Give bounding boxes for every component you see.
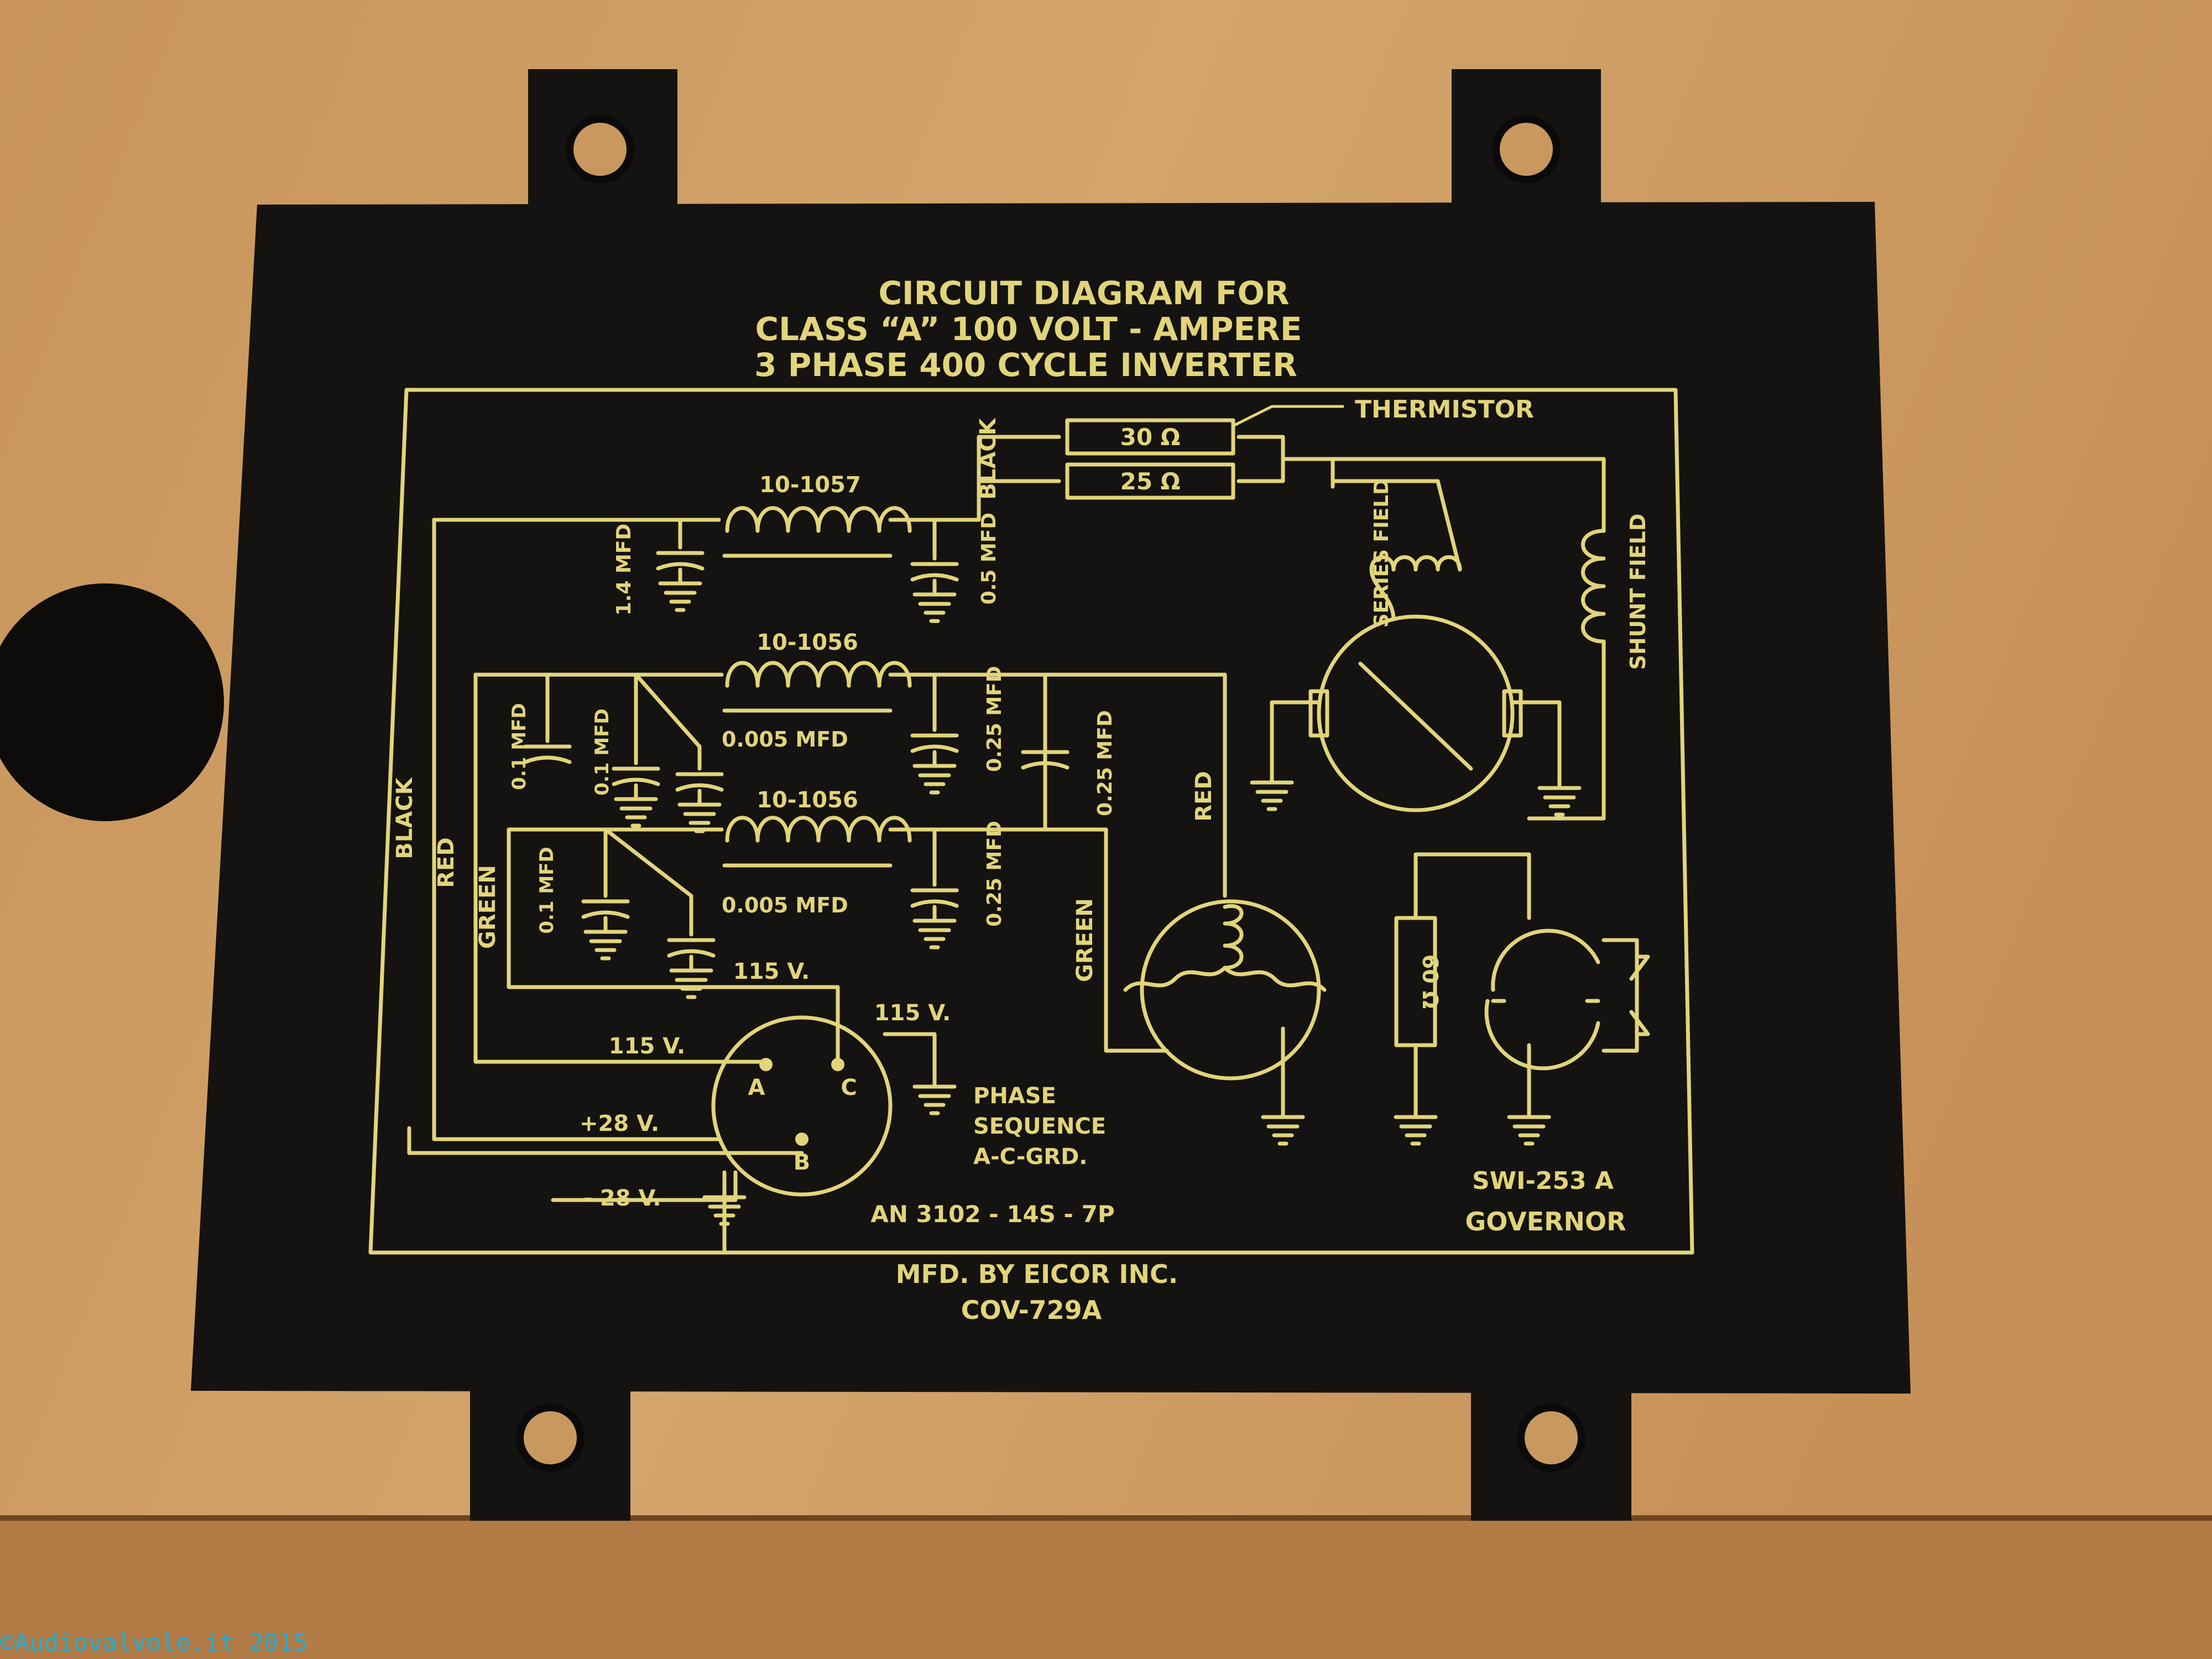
label-choke-1056-a: 10-1056 <box>757 630 858 655</box>
title-line-3: 3 PHASE 400 CYCLE INVERTER <box>754 346 1297 384</box>
label-wire-green-left: GREEN <box>475 865 500 949</box>
label-wire-green-right: GREEN <box>1072 898 1098 982</box>
label-115v-left: 115 V. <box>609 1034 685 1059</box>
circuit-wiring <box>407 435 1639 1255</box>
label-cap-0-005-b: 0.005 MFD <box>722 893 848 917</box>
label-phase-sequence-3: A-C-GRD. <box>973 1144 1087 1170</box>
wood-edge <box>0 1515 2212 1659</box>
label-cap-0-5: 0.5 MFD <box>978 513 1000 605</box>
governor-switch <box>1484 928 1650 1144</box>
choke-10-1056-upper <box>722 663 910 713</box>
label-cap-1-4: 1.4 MFD <box>613 524 635 616</box>
footer-manufacturer: MFD. BY EICOR INC. <box>896 1259 1178 1289</box>
watermark: ©Audiovalvole.it 2015 <box>0 1629 308 1657</box>
label-r30: 30 Ω <box>1120 424 1181 451</box>
label-connector-part: AN 3102 - 14S - 7P <box>870 1201 1114 1228</box>
label-wire-black-left: BLACK <box>392 776 418 859</box>
label-115v-top: 115 V. <box>733 959 810 984</box>
resistor-60-ohm <box>1396 916 1436 1144</box>
label-pin-a: A <box>748 1075 765 1100</box>
alternator-3-phase <box>1123 899 1327 1144</box>
label-thermistor: THERMISTOR <box>1355 395 1534 424</box>
choke-10-1056-lower <box>722 818 910 868</box>
thermistor-leader <box>1232 405 1344 427</box>
label-governor-part: SWI-253 A <box>1472 1167 1614 1195</box>
label-r60: 60 Ω <box>1418 954 1442 1009</box>
label-cap-0-25-c: 0.25 MFD <box>983 821 1006 927</box>
label-cap-0-25-b: 0.25 MFD <box>1094 710 1117 816</box>
label-wire-red-left: RED <box>434 837 459 888</box>
label-phase-sequence-2: SEQUENCE <box>973 1114 1106 1139</box>
label-series-field: SERIES FIELD <box>1370 478 1393 628</box>
label-plus-28v: +28 V. <box>580 1111 659 1136</box>
title-line-2: CLASS “A” 100 VOLT - AMPERE <box>755 310 1302 348</box>
dc-motor <box>1252 479 1579 815</box>
label-cap-0-1-b: 0.1 MFD <box>591 708 613 795</box>
label-wire-black-top: BLACK <box>975 417 1001 499</box>
inverter-plate <box>191 69 1911 1521</box>
connector-an3102 <box>705 1015 954 1224</box>
label-115v-right: 115 V. <box>874 1000 951 1026</box>
label-choke-1057: 10-1057 <box>759 472 861 498</box>
label-cap-0-1-c: 0.1 MFD <box>536 847 558 933</box>
label-wire-red-right: RED <box>1191 771 1217 821</box>
label-shunt-field: SHUNT FIELD <box>1626 514 1650 670</box>
label-cap-0-1-a: 0.1 MFD <box>508 703 530 790</box>
label-r25: 25 Ω <box>1120 468 1181 495</box>
shunt-field-coil <box>1581 529 1606 644</box>
label-cap-0-25-a: 0.25 MFD <box>983 666 1006 772</box>
label-governor: GOVERNOR <box>1465 1207 1626 1237</box>
label-cap-0-005-a: 0.005 MFD <box>722 727 848 752</box>
label-phase-sequence-1: PHASE <box>973 1083 1056 1109</box>
diagram-border <box>368 388 1694 1255</box>
choke-10-1057 <box>722 508 910 558</box>
label-pin-b: B <box>794 1150 811 1175</box>
resistor-30-ohm <box>1065 418 1235 456</box>
footer-model: COV-729A <box>961 1295 1102 1325</box>
label-pin-c: C <box>841 1075 857 1100</box>
label-minus-28v: - 28 V. <box>583 1186 661 1211</box>
title-line-1: CIRCUIT DIAGRAM FOR <box>878 274 1289 312</box>
resistor-25-ohm <box>1065 462 1235 500</box>
label-choke-1056-b: 10-1056 <box>757 787 858 813</box>
black-cap-disc <box>0 583 224 821</box>
